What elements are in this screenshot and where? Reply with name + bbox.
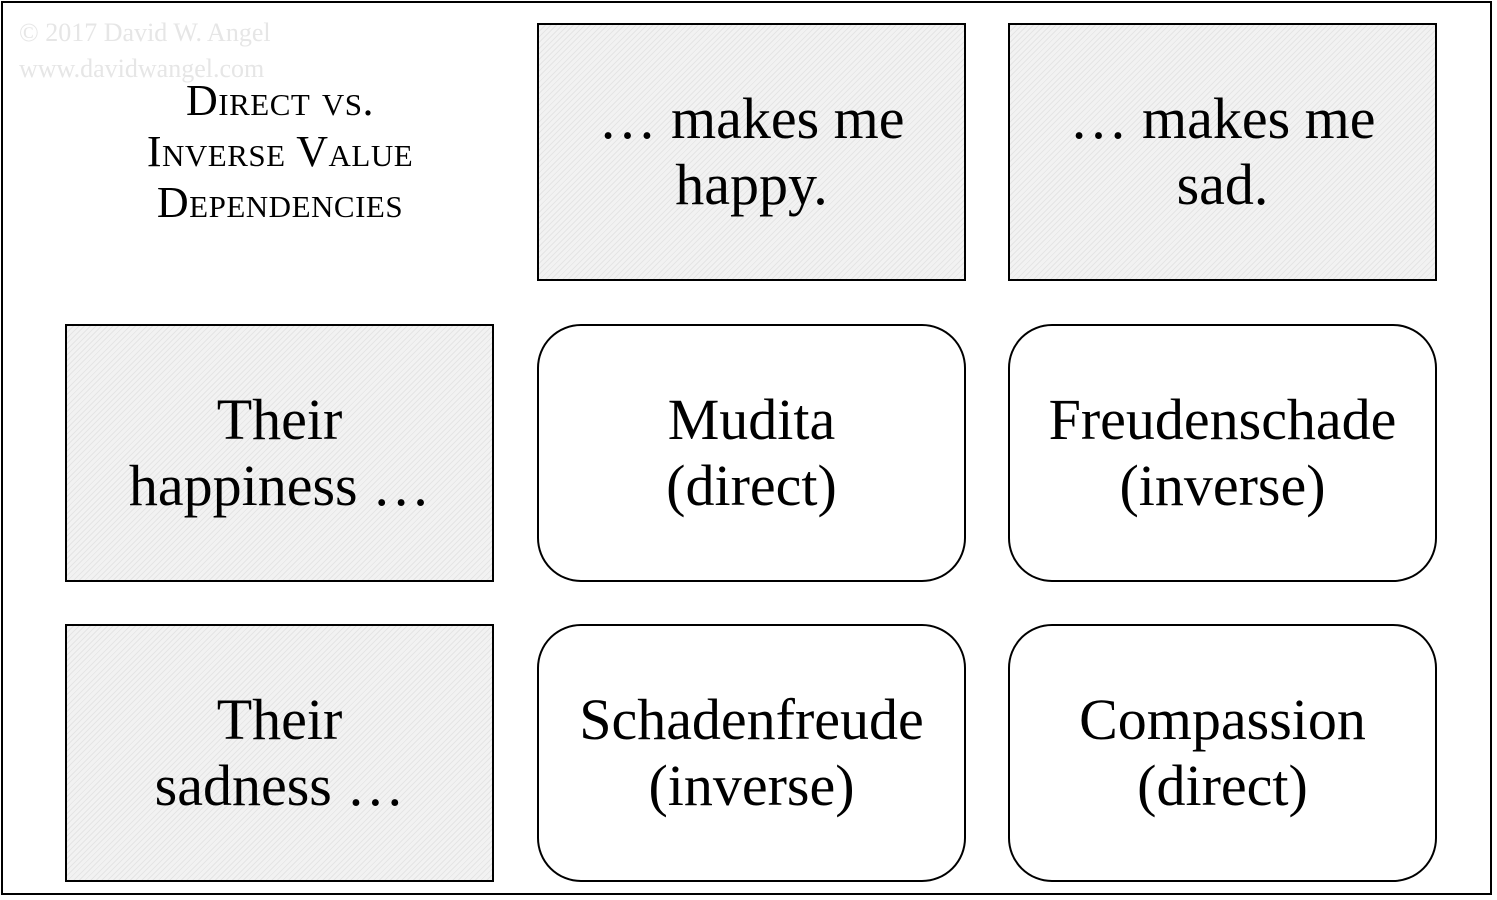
row-header-their-happiness: Their happiness … [65, 324, 494, 582]
cell-dependency-type: (inverse) [1119, 453, 1326, 518]
cell-schadenfreude: Schadenfreude (inverse) [537, 624, 966, 882]
row-header-line-1: Their [216, 387, 343, 452]
copyright-watermark: © 2017 David W. Angel www.davidwangel.co… [19, 15, 271, 87]
watermark-url: www.davidwangel.com [19, 54, 265, 83]
cell-name: Freudenschade [1048, 387, 1397, 452]
cell-freudenschade: Freudenschade (inverse) [1008, 324, 1437, 582]
diagram-title: Direct vs. Inverse Value Dependencies [65, 75, 495, 228]
column-header-makes-happy: … makes me happy. [537, 23, 966, 281]
cell-name: Schadenfreude [579, 687, 924, 752]
row-header-line-1: Their [216, 687, 343, 752]
row-header-line-2: happiness … [128, 453, 431, 518]
watermark-copyright: © 2017 David W. Angel [19, 18, 271, 47]
cell-mudita: Mudita (direct) [537, 324, 966, 582]
title-line-1: Direct vs. [186, 76, 374, 125]
title-line-2: Inverse Value [146, 127, 414, 176]
column-header-makes-sad: … makes me sad. [1008, 23, 1437, 281]
cell-compassion: Compassion (direct) [1008, 624, 1437, 882]
cell-name: Compassion [1079, 687, 1366, 752]
column-header-line-2: sad. [1176, 152, 1269, 217]
cell-dependency-type: (inverse) [648, 753, 855, 818]
title-line-3: Dependencies [156, 178, 404, 227]
column-header-line-1: … makes me [598, 86, 905, 151]
cell-name: Mudita [667, 387, 836, 452]
row-header-their-sadness: Their sadness … [65, 624, 494, 882]
cell-dependency-type: (direct) [666, 453, 837, 518]
row-header-line-2: sadness … [154, 753, 405, 818]
column-header-line-2: happy. [675, 152, 828, 217]
cell-dependency-type: (direct) [1137, 753, 1308, 818]
column-header-line-1: … makes me [1069, 86, 1376, 151]
